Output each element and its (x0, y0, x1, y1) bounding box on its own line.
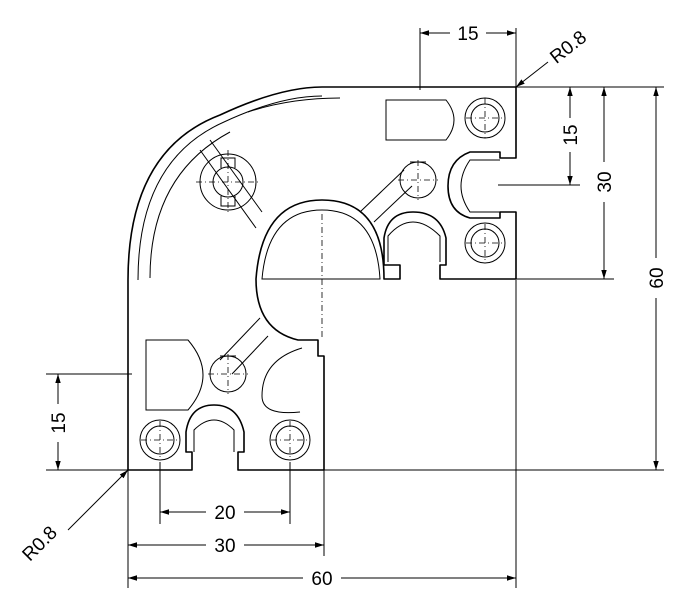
center-lines (141, 98, 504, 459)
dim-left-15: 15 (49, 412, 70, 433)
dim-radius-top: R0.8 (546, 27, 591, 68)
dim-right-60: 60 (647, 267, 668, 288)
profile-outline (127, 86, 517, 471)
slot-right (460, 159, 500, 213)
dim-top-15: 15 (457, 24, 478, 45)
dim-bottom-60: 60 (311, 569, 332, 590)
center-slot (261, 209, 381, 280)
dimension-labels: 15 15 30 60 15 20 30 60 R0.8 R0.8 (18, 24, 668, 590)
pocket-bottom (145, 339, 204, 411)
dim-bottom-30: 30 (214, 536, 235, 557)
hole-right-lower (464, 222, 506, 264)
hole-bottom-right (269, 419, 311, 461)
slot-left (261, 347, 303, 414)
dim-bottom-20: 20 (214, 503, 235, 524)
dim-right-30: 30 (595, 171, 616, 192)
inner-features (145, 99, 500, 452)
hole-bottom-left (139, 419, 181, 461)
hole-mid-left (209, 355, 247, 393)
dim-right-15: 15 (561, 124, 582, 145)
dim-radius-bottom: R0.8 (18, 522, 61, 565)
hole-mid-right (399, 161, 437, 199)
pocket-top (385, 99, 455, 141)
dimension-lines (46, 28, 664, 588)
slot-bottom (193, 419, 235, 452)
slot-top (387, 221, 441, 262)
